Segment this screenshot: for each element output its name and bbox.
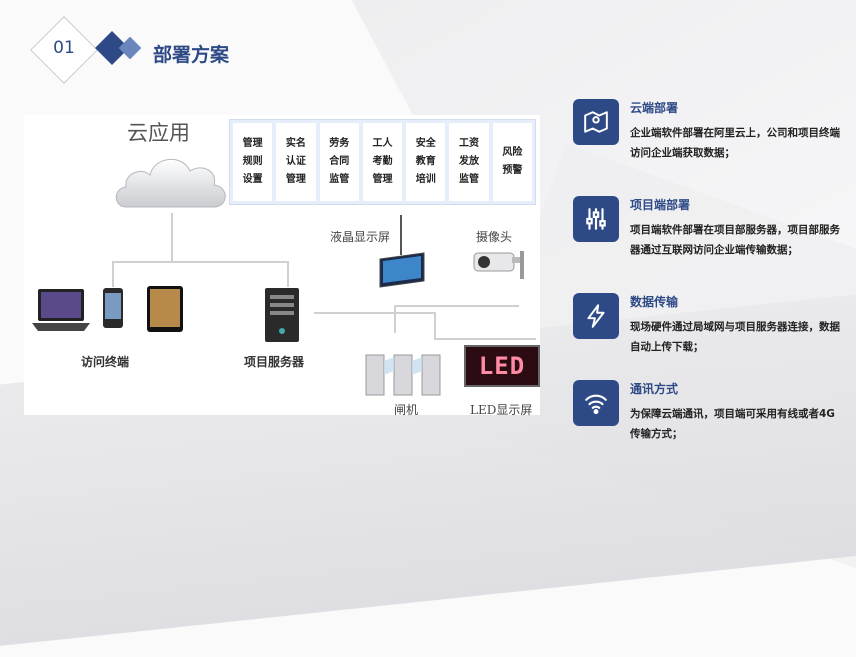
module-card: 实名 认证 管理: [276, 123, 316, 201]
module-card: 安全 教育 培训: [406, 123, 446, 201]
feature-title: 云端部署: [630, 101, 679, 115]
feature-body: 为保障云端通讯，项目端可采用有线或者4G传输方式；: [630, 408, 835, 440]
cloud-label: 云应用: [127, 121, 190, 145]
deployment-diagram: 云应用 管理 规则 设置 实名 认证 管理 劳务 合同 监管 工人: [24, 115, 540, 417]
module-card: 劳务 合同 监管: [319, 123, 359, 201]
phone-icon: [102, 287, 124, 333]
server-label: 项目服务器: [244, 355, 305, 369]
decor-diamond: [118, 36, 142, 60]
camera-label: 摄像头: [476, 230, 513, 244]
connector-line: [287, 261, 289, 287]
map-icon: [573, 99, 619, 145]
gate-label: 闸机: [394, 403, 419, 417]
feature-title: 项目端部署: [630, 198, 691, 212]
feature-title: 数据传输: [630, 295, 679, 309]
laptop-icon: [30, 287, 92, 337]
cloud-icon: [112, 149, 230, 215]
gate-icon: [362, 337, 444, 401]
feature-body: 企业端软件部署在阿里云上，公司和项目终端访问企业端获取数据；: [630, 127, 840, 159]
section-number: 01: [53, 38, 75, 58]
lcd-label: 液晶显示屏: [330, 230, 391, 244]
led-sign: LED: [464, 345, 540, 387]
lcd-screen-icon: [378, 251, 426, 295]
feature-body: 项目端软件部署在项目部服务器，项目部服务器通过互联网访问企业端传输数据；: [630, 224, 840, 256]
module-card: 管理 规则 设置: [233, 123, 273, 201]
connector-line: [171, 213, 173, 261]
terminal-label: 访问终端: [81, 355, 130, 369]
led-label: LED显示屏: [470, 403, 533, 417]
connector-line: [434, 338, 536, 340]
page-title: 部署方案: [153, 44, 230, 66]
camera-icon: [472, 247, 528, 287]
module-list: 管理 规则 设置 实名 认证 管理 劳务 合同 监管 工人 考勤 管理 安全 教…: [229, 119, 536, 205]
connector-line: [394, 305, 519, 307]
connector-line: [112, 261, 289, 263]
connector-line: [434, 312, 436, 338]
led-sign-text: LED: [478, 352, 526, 380]
connector-line: [314, 312, 434, 314]
connector-line: [112, 261, 114, 287]
screen-mount: [400, 215, 402, 255]
module-card: 工资 发放 监管: [449, 123, 489, 201]
connector-line: [394, 305, 396, 333]
lightning-icon: [573, 293, 619, 339]
sliders-icon: [573, 196, 619, 242]
module-card: 工人 考勤 管理: [362, 123, 403, 201]
wifi-icon: [573, 380, 619, 426]
feature-title: 通讯方式: [630, 382, 679, 396]
feature-body: 现场硬件通过局域网与项目服务器连接，数据自动上传下载；: [630, 321, 840, 353]
module-card: 风险 预警: [492, 123, 532, 201]
tablet-icon: [146, 285, 184, 337]
server-icon: [264, 287, 300, 347]
